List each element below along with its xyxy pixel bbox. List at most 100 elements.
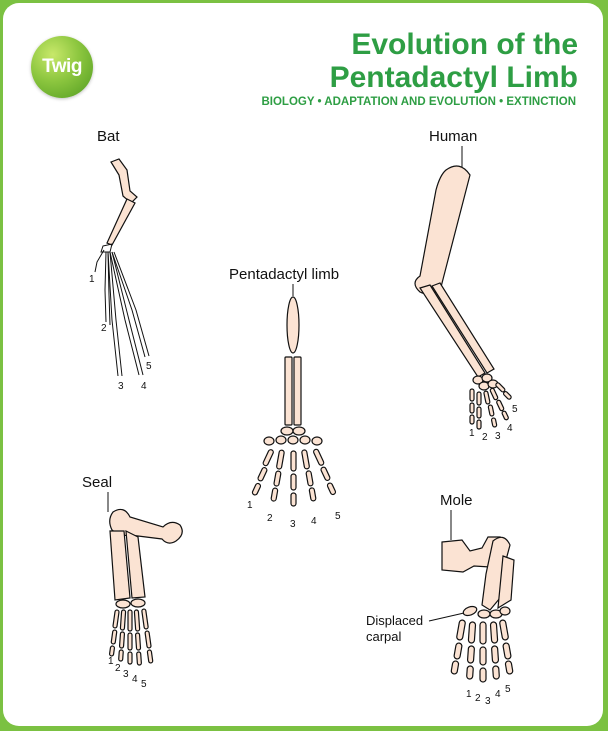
seal-phalanx <box>135 633 140 650</box>
human-phalanx <box>503 391 512 400</box>
pentadactyl-phalanx <box>309 488 316 502</box>
seal-phalanx <box>147 650 153 663</box>
bat-num-2: 2 <box>101 323 107 334</box>
pentadactyl-carpal <box>288 436 298 444</box>
bat-digit-4b <box>112 252 143 375</box>
seal-phalanx <box>111 630 117 644</box>
bat-num-1: 1 <box>89 274 95 285</box>
pentadactyl-phalanx <box>301 450 309 470</box>
human-phalanx <box>491 418 497 428</box>
human-phalanx <box>470 403 474 413</box>
bat-num-3: 3 <box>118 381 124 392</box>
pentadactyl-phalanx <box>252 483 262 496</box>
pentadactyl-ulna <box>294 357 301 425</box>
human-num-1: 1 <box>469 428 475 439</box>
displaced-pointer <box>429 613 464 621</box>
pentadactyl-num-5: 5 <box>335 511 341 522</box>
seal-num-4: 4 <box>132 674 138 685</box>
bat-digit-5b <box>114 252 149 356</box>
mole-phalanx <box>451 661 459 675</box>
seal-num-5: 5 <box>141 679 147 690</box>
bat-digit-1 <box>95 250 104 272</box>
seal-num-2: 2 <box>115 663 121 674</box>
seal-phalanx <box>113 610 119 628</box>
pentadactyl-carpal <box>264 437 274 445</box>
pentadactyl-phalanx <box>262 449 274 467</box>
bat-digit-4 <box>110 252 139 375</box>
label-pentadactyl: Pentadactyl limb <box>229 266 339 283</box>
mole-phalanx <box>468 622 475 643</box>
pentadactyl-phalanx <box>291 474 296 490</box>
human-phalanx <box>488 405 494 417</box>
pentadactyl-phalanx <box>257 467 267 482</box>
pentadactyl-phalanx <box>274 471 282 487</box>
seal-phalanx <box>145 631 151 648</box>
human-ulna <box>432 283 494 373</box>
seal-phalanx <box>120 610 125 630</box>
pentadactyl-humerus <box>287 297 299 353</box>
bat-forearm <box>107 199 135 245</box>
label-displaced: Displaced <box>366 613 423 628</box>
seal-phalanx <box>109 646 114 656</box>
mole-num-5: 5 <box>505 684 511 695</box>
human-radius <box>420 285 485 377</box>
seal-phalanx <box>128 652 132 664</box>
bat-carpals <box>101 244 112 252</box>
seal-fingers <box>109 609 153 665</box>
label-carpal: carpal <box>366 629 402 644</box>
pentadactyl-num-3: 3 <box>290 519 296 530</box>
pentadactyl-phalanx <box>276 450 284 470</box>
human-phalanx <box>470 415 474 424</box>
pentadactyl-radius <box>285 357 292 425</box>
mole-phalanx <box>454 643 463 660</box>
pentadactyl-phalanx <box>327 482 337 495</box>
pentadactyl-carpal <box>293 427 305 435</box>
seal-num-1: 1 <box>108 656 114 667</box>
mole-phalanx <box>480 622 486 644</box>
human-phalanx <box>477 420 481 429</box>
mole-num-3: 3 <box>485 696 491 707</box>
mole-carpal <box>500 607 510 615</box>
mole-num-4: 4 <box>495 689 501 700</box>
pentadactyl-phalanx <box>271 488 278 502</box>
pentadactyl-carpal <box>276 436 286 444</box>
mole-phalanx <box>467 666 474 679</box>
pentadactyl-num-1: 1 <box>247 500 253 511</box>
human-fingers <box>470 382 512 429</box>
seal-phalanx <box>119 650 124 661</box>
mole-phalanx <box>493 666 500 679</box>
mole-num-2: 2 <box>475 693 481 704</box>
bat-humerus <box>111 159 137 203</box>
mole-phalanx <box>505 661 513 675</box>
human-humerus <box>415 166 470 294</box>
pentadactyl-phalanx <box>313 448 325 466</box>
seal-phalanx <box>142 609 149 629</box>
human-num-2: 2 <box>482 432 488 443</box>
pentadactyl-num-2: 2 <box>267 513 273 524</box>
human-limb: Human 1 2 3 4 <box>415 128 518 443</box>
seal-phalanx <box>137 652 142 665</box>
human-num-3: 3 <box>495 431 501 442</box>
mole-phalanx <box>456 620 465 641</box>
pentadactyl-phalanx <box>306 471 314 487</box>
bat-num-4: 4 <box>141 381 147 392</box>
seal-limb: Seal 1 2 3 4 5 <box>82 474 182 690</box>
pentadactyl-limb: Pentadactyl limb 1 2 3 4 <box>229 266 341 530</box>
label-human: Human <box>429 128 477 145</box>
seal-carpal <box>131 599 145 607</box>
pentadactyl-carpal <box>300 436 310 444</box>
mole-phalanx <box>490 622 497 643</box>
mole-carpal <box>478 610 490 618</box>
human-phalanx <box>477 392 481 405</box>
pentadactyl-phalanx <box>291 493 296 506</box>
seal-phalanx <box>119 632 124 648</box>
mole-phalanx <box>491 646 498 663</box>
mole-phalanx <box>480 647 486 665</box>
bat-num-5: 5 <box>146 361 152 372</box>
label-mole: Mole <box>440 492 473 509</box>
seal-phalanx <box>134 610 139 631</box>
mole-fingers <box>451 620 513 682</box>
seal-phalanx <box>128 633 132 650</box>
seal-num-3: 3 <box>123 669 129 680</box>
pentadactyl-num-4: 4 <box>311 516 317 527</box>
